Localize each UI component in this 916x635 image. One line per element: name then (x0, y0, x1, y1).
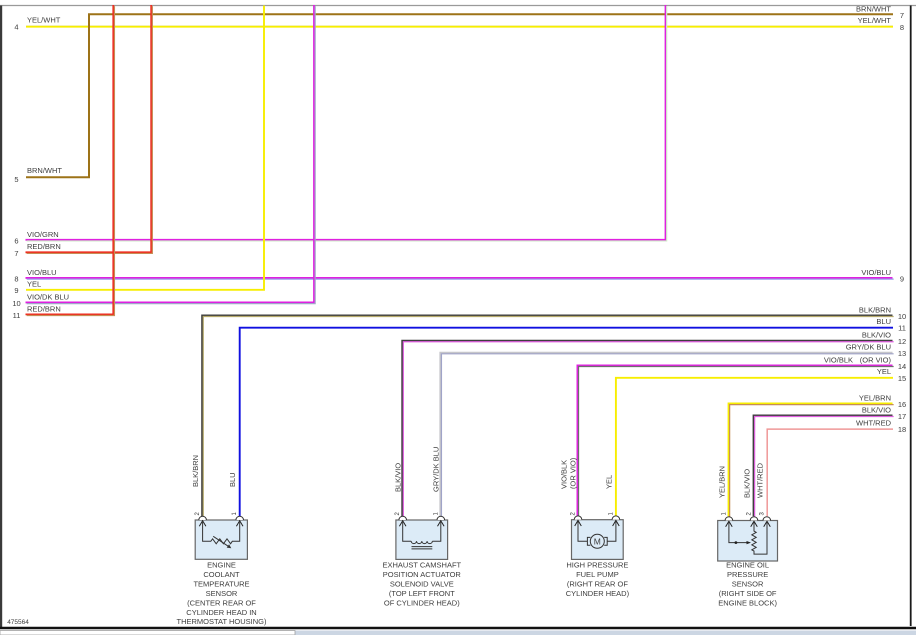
svg-text:7: 7 (14, 249, 18, 258)
svg-text:CYLINDER HEAD): CYLINDER HEAD) (566, 589, 630, 598)
svg-text:13: 13 (898, 349, 906, 358)
svg-text:OF CYLINDER HEAD): OF CYLINDER HEAD) (384, 598, 460, 607)
svg-text:1: 1 (433, 512, 439, 516)
svg-text:COOLANT: COOLANT (203, 570, 240, 579)
svg-text:YEL/WHT: YEL/WHT (27, 15, 61, 24)
svg-text:9: 9 (900, 275, 904, 284)
svg-text:POSITION ACTUATOR: POSITION ACTUATOR (383, 570, 462, 579)
svg-text:VIO/BLU: VIO/BLU (861, 268, 891, 277)
svg-text:(OR VIO): (OR VIO) (860, 355, 892, 364)
svg-text:11: 11 (13, 311, 21, 320)
svg-text:BRN/WHT: BRN/WHT (856, 5, 891, 14)
svg-text:16: 16 (898, 400, 906, 409)
svg-text:3: 3 (760, 512, 766, 516)
svg-text:BRN/WHT: BRN/WHT (27, 166, 62, 175)
svg-text:YEL: YEL (604, 475, 613, 489)
svg-text:5: 5 (14, 175, 18, 184)
svg-text:(RIGHT SIDE OF: (RIGHT SIDE OF (719, 589, 777, 598)
svg-text:VIO/BLK: VIO/BLK (824, 355, 853, 364)
svg-text:11: 11 (898, 324, 906, 333)
svg-text:HIGH PRESSURE: HIGH PRESSURE (566, 561, 628, 570)
svg-text:2: 2 (195, 512, 201, 516)
svg-text:GRY/DK BLU: GRY/DK BLU (431, 447, 440, 492)
svg-text:10: 10 (12, 299, 20, 308)
svg-text:WHT/RED: WHT/RED (856, 419, 892, 428)
svg-text:12: 12 (898, 337, 906, 346)
svg-text:1: 1 (721, 512, 727, 516)
svg-text:BLK/BRN: BLK/BRN (859, 306, 891, 315)
svg-text:475564: 475564 (7, 619, 29, 626)
svg-text:(TOP LEFT FRONT: (TOP LEFT FRONT (389, 589, 455, 598)
svg-text:VIO/GRN: VIO/GRN (27, 230, 59, 239)
svg-text:6: 6 (14, 236, 18, 245)
svg-text:BLU: BLU (228, 472, 237, 487)
svg-text:RED/BRN: RED/BRN (27, 242, 61, 251)
svg-text:YEL/BRN: YEL/BRN (859, 393, 891, 402)
svg-text:BLK/VIO: BLK/VIO (743, 469, 752, 498)
svg-text:THERMOSTAT HOUSING): THERMOSTAT HOUSING) (177, 617, 268, 626)
svg-text:YEL/BRN: YEL/BRN (717, 466, 726, 498)
svg-text:RED/BRN: RED/BRN (27, 304, 61, 313)
svg-text:14: 14 (898, 362, 906, 371)
svg-text:2: 2 (571, 512, 577, 516)
svg-text:17: 17 (898, 412, 906, 421)
svg-text:GRY/DK BLU: GRY/DK BLU (846, 343, 891, 352)
svg-text:7: 7 (900, 11, 904, 20)
svg-text:8: 8 (900, 23, 904, 32)
svg-text:BLK/VIO: BLK/VIO (862, 331, 891, 340)
svg-text:YEL: YEL (877, 367, 891, 376)
svg-text:15: 15 (898, 374, 906, 383)
svg-text:10: 10 (898, 312, 906, 321)
svg-text:PRESSURE: PRESSURE (727, 570, 768, 579)
svg-text:BLU: BLU (876, 317, 891, 326)
svg-text:SOLENOID VALVE: SOLENOID VALVE (390, 579, 454, 588)
svg-text:9: 9 (14, 286, 18, 295)
svg-text:(CENTER REAR OF: (CENTER REAR OF (187, 598, 256, 607)
svg-text:YEL/WHT: YEL/WHT (858, 16, 892, 25)
svg-text:(OR VIO): (OR VIO) (569, 457, 578, 489)
svg-text:SENSOR: SENSOR (206, 589, 238, 598)
svg-text:SENSOR: SENSOR (732, 579, 764, 588)
svg-text:18: 18 (898, 425, 906, 434)
svg-text:4: 4 (14, 23, 18, 32)
svg-text:ENGINE BLOCK): ENGINE BLOCK) (718, 598, 777, 607)
svg-text:VIO/BLK: VIO/BLK (560, 460, 569, 489)
svg-text:BLK/VIO: BLK/VIO (393, 463, 402, 492)
svg-text:CYLINDER HEAD IN: CYLINDER HEAD IN (186, 608, 256, 617)
svg-text:TEMPERATURE: TEMPERATURE (193, 579, 249, 588)
svg-text:M: M (594, 536, 601, 546)
svg-text:VIO/DK BLU: VIO/DK BLU (27, 293, 69, 302)
svg-text:ENGINE: ENGINE (207, 561, 236, 570)
svg-text:(RIGHT REAR OF: (RIGHT REAR OF (567, 579, 629, 588)
svg-text:YEL: YEL (27, 279, 41, 288)
svg-text:2: 2 (747, 512, 753, 516)
svg-text:1: 1 (232, 512, 238, 516)
svg-text:2: 2 (395, 512, 401, 516)
svg-text:1: 1 (608, 512, 614, 516)
svg-text:EXHAUST CAMSHAFT: EXHAUST CAMSHAFT (382, 561, 461, 570)
svg-text:BLK/BRN: BLK/BRN (191, 455, 200, 487)
svg-text:WHT/RED: WHT/RED (755, 462, 764, 498)
svg-text:VIO/BLU: VIO/BLU (27, 268, 57, 277)
svg-text:ENGINE OIL: ENGINE OIL (726, 561, 769, 570)
svg-text:8: 8 (14, 275, 18, 284)
svg-text:BLK/VIO: BLK/VIO (862, 405, 891, 414)
svg-text:FUEL PUMP: FUEL PUMP (576, 570, 619, 579)
